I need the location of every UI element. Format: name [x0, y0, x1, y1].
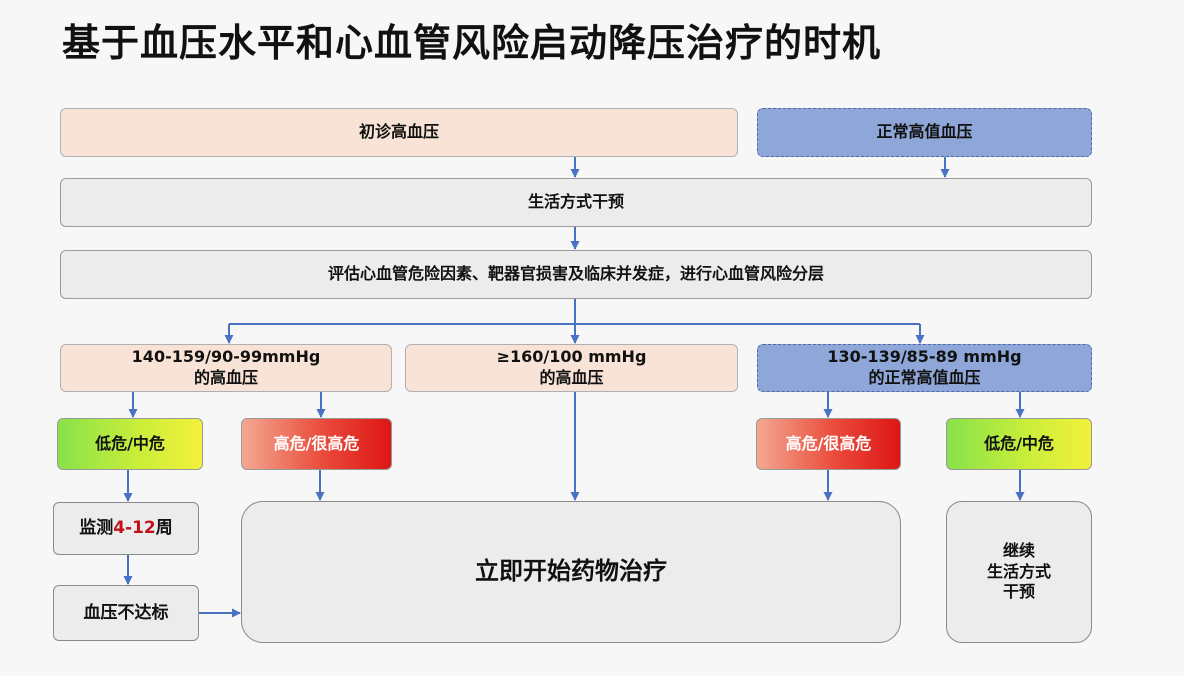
lifestyle-intervention-label: 生活方式干预	[527, 192, 624, 212]
high-risk-left-label: 高危/很高危	[273, 433, 360, 453]
grade2-suffix-label: 的高血压	[539, 368, 604, 387]
risk-assessment-label: 评估心血管危险因素、靶器官损害及临床并发症，进行心血管风险分层	[327, 264, 824, 284]
high-normal-range-box: 130-139/85-89 mmHg 的正常高值血压	[757, 344, 1092, 392]
high-risk-left-box: 高危/很高危	[241, 418, 392, 470]
high-normal-range-label: 130-139/85-89 mmHg	[827, 347, 1022, 367]
low-mid-risk-left-label: 低危/中危	[95, 433, 165, 453]
low-mid-risk-right-box: 低危/中危	[946, 418, 1092, 470]
monitor-box: 监测4-12周	[53, 502, 199, 555]
grade2-hypertension-box: ≥160/100 mmHg 的高血压	[405, 344, 738, 392]
grade1-suffix-label: 的高血压	[193, 368, 258, 387]
risk-assessment-box: 评估心血管危险因素、靶器官损害及临床并发症，进行心血管风险分层	[60, 250, 1092, 299]
bp-not-controlled-label: 血压不达标	[83, 602, 169, 623]
continue-label-line1: 继续	[1002, 540, 1035, 560]
lifestyle-intervention-box: 生活方式干预	[60, 178, 1092, 227]
initial-hypertension-box: 初诊高血压	[60, 108, 738, 157]
high-normal-bp-label: 正常高值血压	[876, 122, 973, 142]
monitor-label: 监测4-12周	[79, 518, 173, 539]
bp-not-controlled-box: 血压不达标	[53, 585, 199, 641]
page-title: 基于血压水平和心血管风险启动降压治疗的时机	[62, 21, 882, 65]
start-drug-therapy-box: 立即开始药物治疗	[241, 501, 901, 643]
grade1-hypertension-box: 140-159/90-99mmHg 的高血压	[60, 344, 392, 392]
high-risk-right-label: 高危/很高危	[785, 433, 872, 453]
continue-label-line2: 生活方式	[986, 561, 1051, 581]
high-normal-suffix-label: 的正常高值血压	[868, 368, 981, 387]
start-drug-therapy-label: 立即开始药物治疗	[475, 557, 667, 586]
monitor-weeks-highlight: 4-12	[113, 518, 156, 539]
high-normal-bp-box: 正常高值血压	[757, 108, 1092, 157]
low-mid-risk-right-label: 低危/中危	[984, 433, 1054, 453]
continue-lifestyle-box: 继续 生活方式 干预	[946, 501, 1092, 643]
continue-label-line3: 干预	[1002, 582, 1035, 602]
initial-hypertension-label: 初诊高血压	[358, 122, 439, 142]
grade2-range-label: ≥160/100 mmHg	[496, 347, 647, 367]
low-mid-risk-left-box: 低危/中危	[57, 418, 203, 470]
grade1-range-label: 140-159/90-99mmHg	[131, 347, 321, 367]
high-risk-right-box: 高危/很高危	[756, 418, 901, 470]
